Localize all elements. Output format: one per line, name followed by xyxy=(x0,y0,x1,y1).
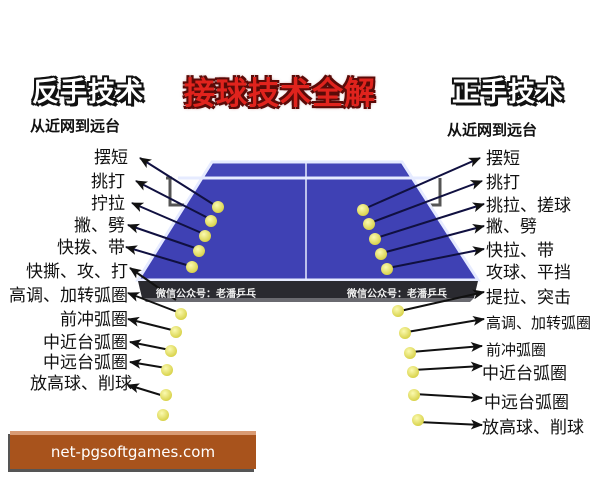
backhand-label: 放高球、削球 xyxy=(30,374,132,394)
forehand-title: 正手技术 xyxy=(452,77,564,108)
backhand-label: 撇、劈 xyxy=(74,216,125,236)
backhand-label: 拧拉 xyxy=(91,194,125,214)
backhand-label: 快撕、攻、打 xyxy=(26,262,128,282)
backhand-label: 前冲弧圈 xyxy=(60,310,128,330)
backhand-label: 中远台弧圈 xyxy=(43,353,128,373)
forehand-label: 挑拉、搓球 xyxy=(486,196,571,216)
backhand-label: 中近台弧圈 xyxy=(43,333,128,353)
forehand-label: 摆短 xyxy=(486,149,520,169)
apron-text-left: 微信公众号：老潘乒乓 xyxy=(156,289,256,300)
forehand-label: 提拉、突击 xyxy=(486,288,571,308)
backhand-label: 摆短 xyxy=(94,148,128,168)
forehand-label: 攻球、平挡 xyxy=(486,263,571,283)
backhand-arrows xyxy=(125,157,217,397)
forehand-label: 快拉、带 xyxy=(486,241,554,261)
table-apron xyxy=(138,281,478,298)
forehand-label: 高调、加转弧圈 xyxy=(486,314,592,332)
forehand-label: 前冲弧圈 xyxy=(486,341,547,359)
forehand-label: 中远台弧圈 xyxy=(484,393,569,413)
forehand-label: 中近台弧圈 xyxy=(482,364,567,384)
backhand-balls xyxy=(157,201,224,421)
backhand-label: 挑打 xyxy=(91,172,125,192)
forehand-label: 挑打 xyxy=(486,173,520,193)
backhand-title: 反手技术 xyxy=(32,77,144,108)
backhand-label: 高调、加转弧圈 xyxy=(9,286,128,306)
forehand-label: 撇、劈 xyxy=(486,217,537,237)
forehand-arrows xyxy=(363,157,485,430)
forehand-subtitle: 从近网到远台 xyxy=(447,121,538,139)
apron-text-right: 微信公众号：老潘乒乓 xyxy=(347,289,447,300)
backhand-subtitle: 从近网到远台 xyxy=(30,117,121,135)
watermark-banner: net-pgsoftgames.com xyxy=(10,431,256,469)
main-title: 接球技术全解 xyxy=(184,76,376,112)
forehand-label: 放高球、削球 xyxy=(482,418,584,438)
backhand-label: 快拨、带 xyxy=(57,238,125,258)
forehand-balls xyxy=(357,204,424,426)
